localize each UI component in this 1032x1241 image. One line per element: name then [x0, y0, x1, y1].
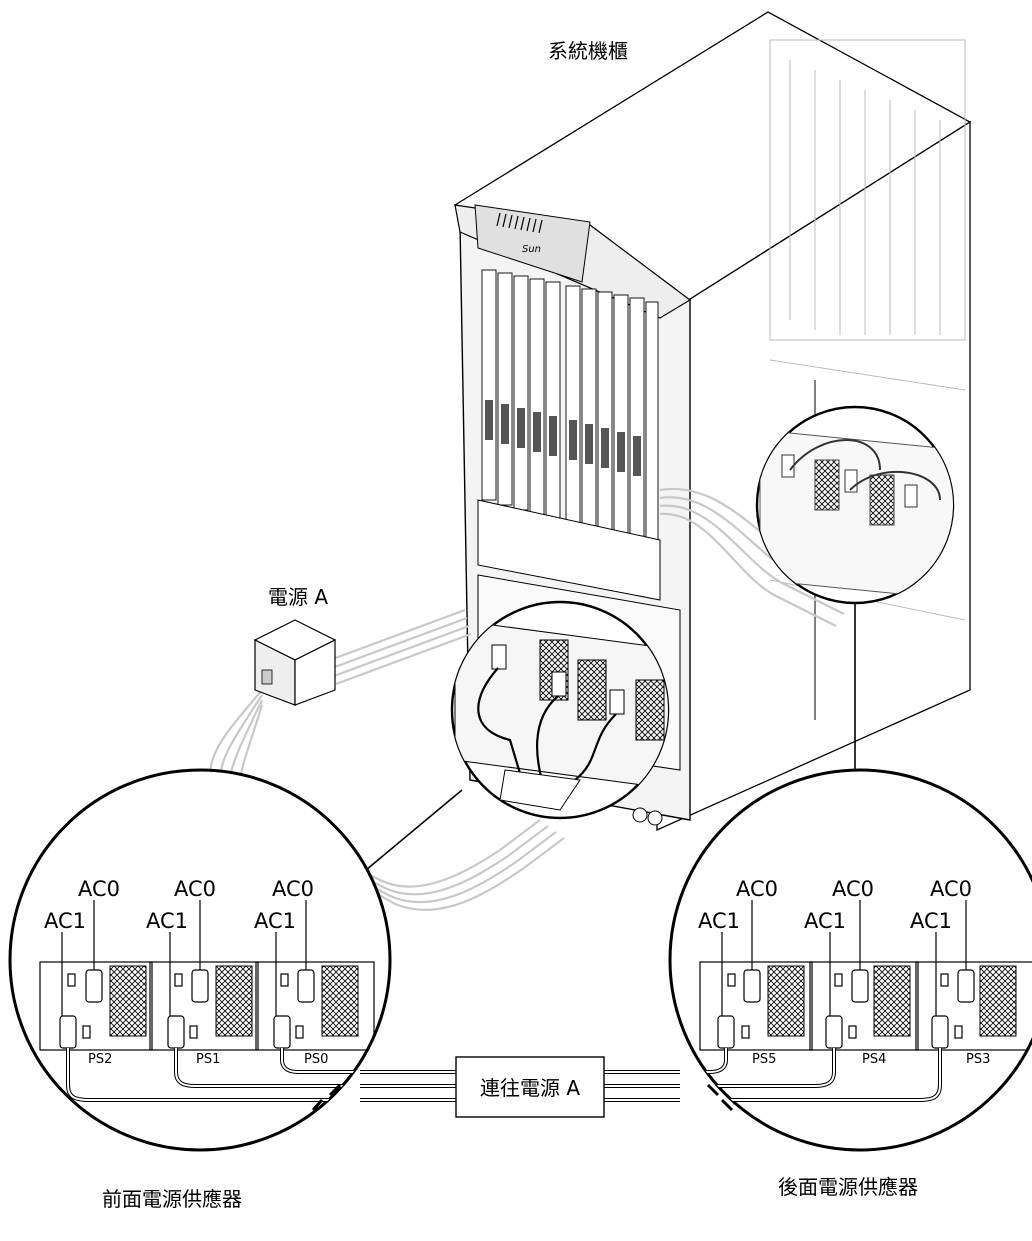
rear-ac0-label: AC0: [736, 877, 778, 901]
front-ac0-label: AC0: [272, 877, 314, 901]
rear-ac0-label: AC0: [832, 877, 874, 901]
system-cabinet-label: 系統機櫃: [548, 39, 628, 63]
power-source-label: 電源 A: [268, 585, 328, 609]
rear-supplies-caption: 後面電源供應器: [778, 1175, 918, 1199]
rear-ac0-label: AC0: [930, 877, 972, 901]
front-ac1-label: AC1: [44, 909, 86, 933]
rear-ps-label: PS3: [966, 1052, 990, 1067]
to-power-source-box: 連往電源 A: [455, 1056, 605, 1118]
rear-ps-label: PS4: [862, 1052, 886, 1067]
rear-supplies-detail: AC0 AC0 AC0 AC1 AC1 AC1 PS5 PS4 PS3: [600, 768, 1032, 1152]
rear-magnifier-circle: [755, 405, 955, 605]
front-ac1-label: AC1: [254, 909, 296, 933]
front-magnifier-circle: [450, 600, 670, 820]
rear-ac1-label: AC1: [698, 909, 740, 933]
front-ac1-label: AC1: [146, 909, 188, 933]
power-source-box: [253, 619, 337, 706]
sun-logo: Sun: [522, 244, 541, 255]
front-ps-label: PS1: [196, 1052, 220, 1067]
front-ac0-label: AC0: [78, 877, 120, 901]
rear-ps-label: PS5: [752, 1052, 776, 1067]
front-ps-label: PS0: [304, 1052, 328, 1067]
front-ps-label: PS2: [88, 1052, 112, 1067]
rear-ac1-label: AC1: [804, 909, 846, 933]
rear-ac1-label: AC1: [910, 909, 952, 933]
front-ac0-label: AC0: [174, 877, 216, 901]
front-supplies-detail: AC0 AC0 AC0 AC1 AC1 AC1 PS2 PS1 PS0: [8, 768, 460, 1152]
front-supplies-caption: 前面電源供應器: [102, 1187, 242, 1211]
to-power-label: 連往電源 A: [480, 1076, 580, 1100]
board-slots: [481, 269, 659, 541]
